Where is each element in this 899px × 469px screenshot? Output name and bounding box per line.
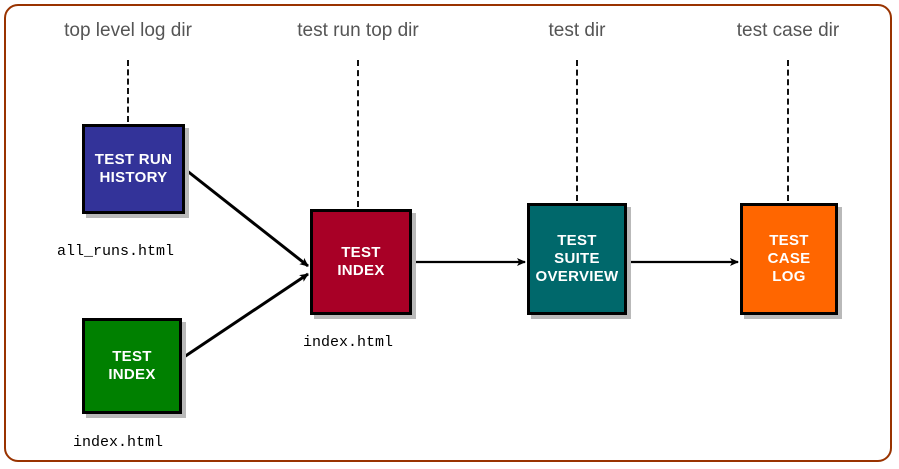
dashed-guide-0 xyxy=(127,60,129,122)
dashed-guide-2 xyxy=(576,60,578,201)
dashed-guide-3 xyxy=(787,60,789,201)
column-header-3: test case dir xyxy=(736,20,840,41)
node-label-line: INDEX xyxy=(108,366,156,383)
dashed-guide-1 xyxy=(357,60,359,207)
column-header-0: top level log dir xyxy=(64,20,192,41)
diagram-frame xyxy=(4,4,892,462)
node-label-line: HISTORY xyxy=(99,169,168,186)
file-label-0: all_runs.html xyxy=(57,243,175,260)
node-label-line: TEST xyxy=(341,244,381,262)
node-label-line: TEST xyxy=(769,232,809,250)
node-label-line: TEST xyxy=(557,232,597,250)
file-label-2: index.html xyxy=(73,434,164,451)
node-label-line: CASE xyxy=(767,250,811,268)
node-label-line: TEST xyxy=(112,348,152,366)
file-label-1: index.html xyxy=(303,334,394,351)
node-label-line: LOG xyxy=(772,267,806,285)
column-header-2: test dir xyxy=(548,20,606,41)
node-label-line: SUITE xyxy=(554,250,600,268)
node-label-line: TEST RUN xyxy=(94,151,173,169)
node-label-line: OVERVIEW xyxy=(535,267,619,285)
node-label-line: INDEX xyxy=(337,262,385,279)
column-header-1: test run top dir xyxy=(297,20,419,41)
